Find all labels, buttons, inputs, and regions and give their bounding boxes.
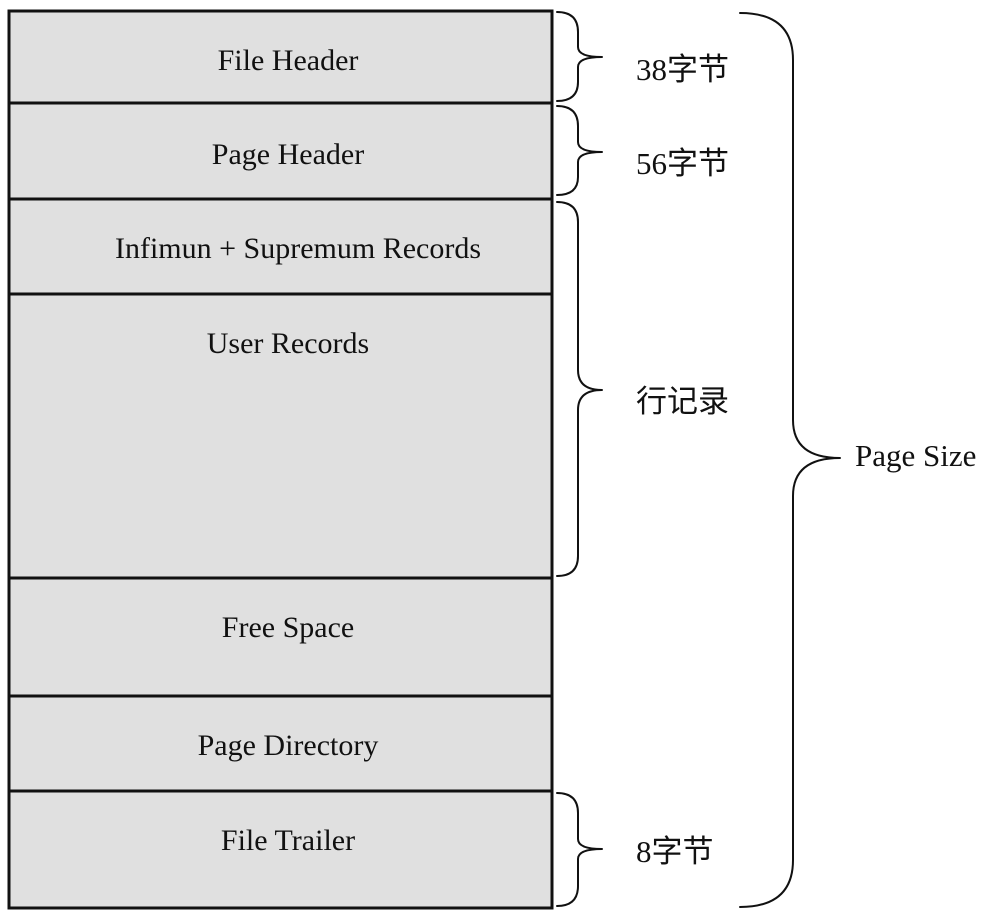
- label-page-size: Page Size: [855, 438, 976, 473]
- segment-label-infimum-supremum: Infimun + Supremum Records: [115, 232, 481, 265]
- segment-label-file-header: File Header: [218, 44, 359, 77]
- brace-page-header: [556, 105, 603, 196]
- segment-file-trailer: File Trailer: [7, 789, 554, 910]
- segment-file-header: File Header: [7, 9, 554, 105]
- page-segments: File Header Page Header Infimun + Suprem…: [7, 9, 554, 910]
- segment-page-directory: Page Directory: [7, 694, 554, 793]
- segment-free-space: Free Space: [7, 576, 554, 698]
- brace-file-header: [556, 11, 603, 102]
- segment-label-page-header: Page Header: [212, 138, 364, 171]
- brace-file-trailer: [556, 792, 603, 907]
- label-row-records: 行记录: [636, 384, 729, 419]
- segment-label-file-trailer: File Trailer: [221, 824, 355, 857]
- size-braces: [556, 11, 841, 908]
- label-file-trailer-size: 8字节: [636, 834, 714, 869]
- segment-user-records: User Records: [7, 292, 554, 580]
- brace-labels: 38字节 56字节 行记录 8字节 Page Size: [636, 52, 976, 869]
- label-page-header-size: 56字节: [636, 146, 729, 181]
- segment-label-free-space: Free Space: [222, 611, 354, 644]
- brace-page-size: [739, 12, 841, 908]
- segment-infimum-supremum: Infimun + Supremum Records: [7, 197, 554, 296]
- brace-row-records: [556, 201, 603, 577]
- label-file-header-size: 38字节: [636, 52, 729, 87]
- segment-page-header: Page Header: [7, 101, 554, 201]
- segment-label-page-directory: Page Directory: [198, 729, 379, 762]
- segment-label-user-records: User Records: [207, 327, 369, 360]
